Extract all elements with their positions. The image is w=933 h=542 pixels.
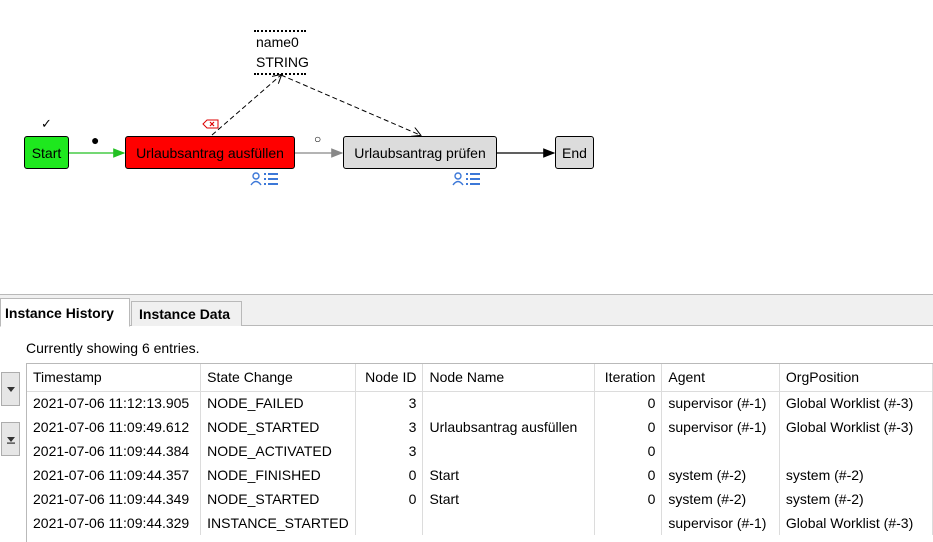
cell-agent: supervisor (#-1): [661, 511, 780, 535]
cell-iteration: [594, 511, 663, 535]
column-header-iteration[interactable]: Iteration: [594, 364, 663, 392]
diagram-connectors: [69, 0, 556, 158]
cell-orgposition: Global Worklist (#-3): [779, 415, 933, 439]
cell-timestamp: 2021-07-06 11:09:44.384: [27, 439, 202, 463]
node-urlaubsantrag-pruefen[interactable]: Urlaubsantrag prüfen: [343, 136, 497, 169]
cell-agent: supervisor (#-1): [661, 415, 780, 439]
cell-node-id: 3: [355, 439, 424, 463]
collapse-button[interactable]: [1, 422, 20, 456]
entries-status: Currently showing 6 entries.: [26, 340, 200, 356]
cell-orgposition: [779, 439, 933, 463]
table-row[interactable]: 2021-07-06 11:12:13.905 NODE_FAILED 3 0 …: [27, 391, 933, 415]
role-list-icon[interactable]: [250, 171, 280, 187]
cell-timestamp: 2021-07-06 11:12:13.905: [27, 391, 202, 415]
cell-iteration: 0: [594, 391, 663, 415]
cell-node-name: [422, 391, 595, 415]
cell-node-id: [355, 511, 424, 535]
table-header-row: Timestamp State Change Node ID Node Name…: [27, 364, 933, 392]
tab-instance-data[interactable]: Instance Data: [131, 301, 242, 326]
column-header-timestamp[interactable]: Timestamp: [27, 364, 202, 392]
active-marker-icon: ●: [91, 132, 100, 148]
node-start[interactable]: Start: [24, 136, 69, 169]
cell-timestamp: 2021-07-06 11:09:44.349: [27, 487, 202, 511]
cell-orgposition: Global Worklist (#-3): [779, 391, 933, 415]
history-table-container[interactable]: Timestamp State Change Node ID Node Name…: [26, 363, 933, 542]
node-end-label: End: [562, 144, 587, 161]
cell-iteration: 0: [594, 463, 663, 487]
table-row[interactable]: 2021-07-06 11:09:49.612 NODE_STARTED 3 U…: [27, 415, 933, 439]
inactive-marker-icon: ○: [314, 132, 322, 146]
table-row[interactable]: 2021-07-06 11:09:44.329 INSTANCE_STARTED…: [27, 511, 933, 535]
cell-agent: system (#-2): [661, 463, 780, 487]
cell-iteration: 0: [594, 439, 663, 463]
table-row[interactable]: 2021-07-06 11:09:44.357 NODE_FINISHED 0 …: [27, 463, 933, 487]
cell-timestamp: 2021-07-06 11:09:44.329: [27, 511, 202, 535]
cell-orgposition: Global Worklist (#-3): [779, 511, 933, 535]
tab-instance-history[interactable]: Instance History: [0, 298, 130, 327]
cell-state-change: NODE_ACTIVATED: [200, 439, 356, 463]
cell-state-change: NODE_FINISHED: [200, 463, 356, 487]
cell-node-id: 0: [355, 463, 424, 487]
node-start-label: Start: [31, 144, 62, 161]
table-row[interactable]: 2021-07-06 11:09:44.384 NODE_ACTIVATED 3…: [27, 439, 933, 463]
cell-state-change: NODE_STARTED: [200, 415, 356, 439]
collapse-down-icon: [6, 436, 15, 444]
column-header-node-name[interactable]: Node Name: [422, 364, 595, 392]
cell-agent: supervisor (#-1): [661, 391, 780, 415]
cell-node-name: Start: [422, 487, 595, 511]
cell-orgposition: system (#-2): [779, 463, 933, 487]
tab-bar: Instance History Instance Data: [0, 295, 933, 327]
table-row[interactable]: 2021-07-06 11:09:44.349 NODE_STARTED 0 S…: [27, 487, 933, 511]
data-variable[interactable]: name0 STRING: [254, 30, 309, 75]
expand-down-icon: [6, 387, 15, 392]
cell-agent: system (#-2): [661, 487, 780, 511]
cell-timestamp: 2021-07-06 11:09:49.612: [27, 415, 202, 439]
cell-orgposition: system (#-2): [779, 487, 933, 511]
cell-node-name: [422, 511, 595, 535]
cell-iteration: 0: [594, 415, 663, 439]
cell-node-id: 0: [355, 487, 424, 511]
cell-node-id: 3: [355, 415, 424, 439]
cell-node-name: [422, 439, 595, 463]
data-variable-name: name0: [256, 34, 299, 50]
column-header-orgposition[interactable]: OrgPosition: [779, 364, 933, 392]
data-link-task2-read: [280, 74, 420, 135]
node-task2-label: Urlaubsantrag prüfen: [354, 144, 486, 161]
history-table: Timestamp State Change Node ID Node Name…: [27, 364, 933, 535]
role-list-icon[interactable]: [452, 171, 482, 187]
cell-iteration: 0: [594, 487, 663, 511]
cell-node-name: Start: [422, 463, 595, 487]
cell-node-name: Urlaubsantrag ausfüllen: [422, 415, 595, 439]
cell-state-change: NODE_STARTED: [200, 487, 356, 511]
node-end[interactable]: End: [555, 136, 594, 169]
cell-timestamp: 2021-07-06 11:09:44.357: [27, 463, 202, 487]
node-task1-label: Urlaubsantrag ausfüllen: [136, 144, 284, 161]
column-header-agent[interactable]: Agent: [661, 364, 780, 392]
cell-node-id: 3: [355, 391, 424, 415]
start-done-check-icon: ✓: [41, 116, 52, 131]
node-urlaubsantrag-ausfuellen[interactable]: Urlaubsantrag ausfüllen: [125, 136, 295, 169]
data-variable-bottom-border: [254, 73, 306, 75]
data-variable-top-border: [254, 30, 306, 32]
process-diagram: name0 STRING ✓ ● ○ Start Urlaubsantrag a…: [24, 0, 594, 187]
error-badge-icon[interactable]: [202, 117, 219, 132]
data-variable-type: STRING: [256, 54, 309, 70]
expand-button[interactable]: [1, 372, 20, 406]
column-header-node-id[interactable]: Node ID: [355, 364, 424, 392]
cell-state-change: NODE_FAILED: [200, 391, 356, 415]
data-link-task1-write: [211, 75, 281, 136]
column-header-state-change[interactable]: State Change: [200, 364, 356, 392]
instance-panel: Instance History Instance Data Currently…: [0, 294, 933, 542]
cell-agent: [661, 439, 780, 463]
cell-state-change: INSTANCE_STARTED: [200, 511, 356, 535]
